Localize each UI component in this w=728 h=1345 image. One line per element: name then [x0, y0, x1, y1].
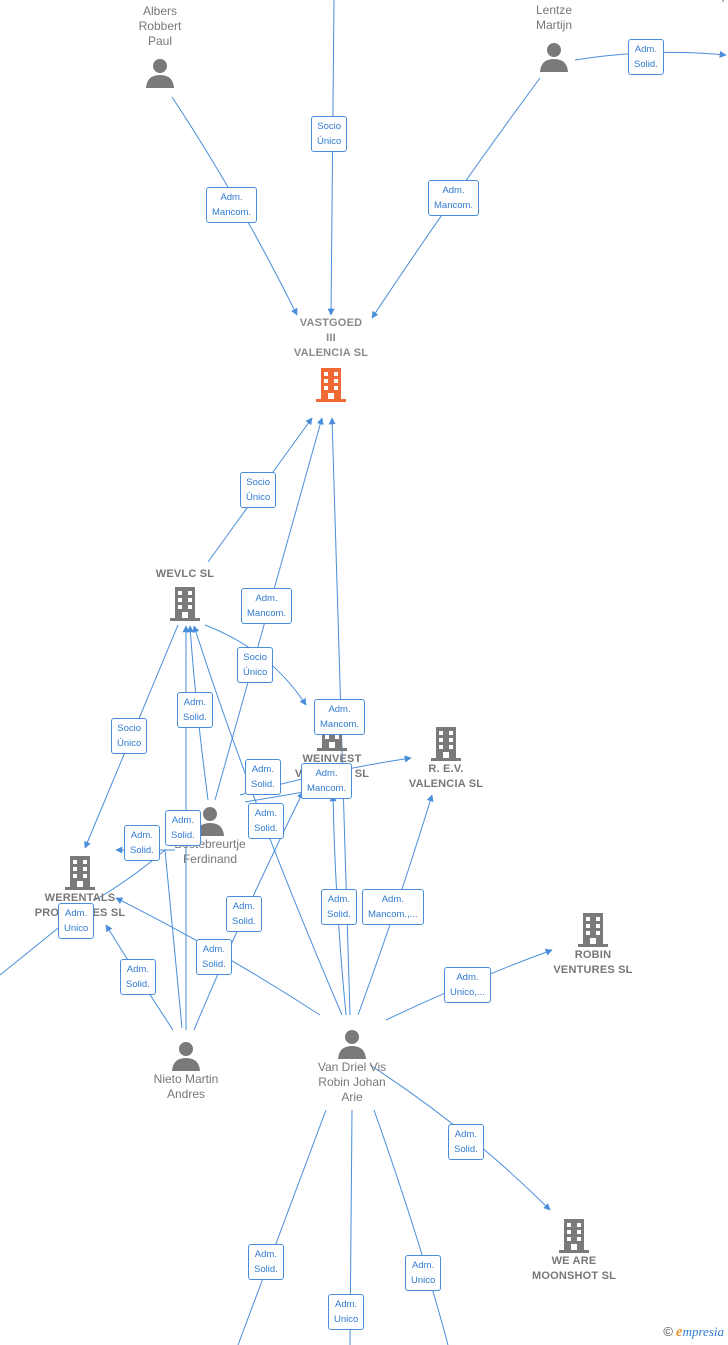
person-icon	[540, 43, 568, 72]
building-icon	[431, 727, 461, 761]
node-label: WE ARE MOONSHOT SL	[531, 1255, 617, 1282]
node-albers[interactable]: Albers Robbert Paul	[118, 4, 202, 89]
node-wevlc[interactable]: WEVLC SL	[145, 567, 225, 622]
edge-label-adm-solid[interactable]: Adm. Solid.	[120, 959, 156, 995]
edge-label-socio-unico[interactable]: Socio Único	[111, 718, 148, 754]
edge-label-socio-unico[interactable]: Socio Único	[237, 647, 274, 683]
edge-label-adm-unico[interactable]: Adm. Unico	[405, 1255, 442, 1291]
node-label: Nieto Martin Andres	[153, 1072, 219, 1101]
edge-label-adm-mancom[interactable]: Adm. Mancom.	[206, 187, 258, 223]
building-icon	[170, 587, 200, 621]
copyright-symbol: ©	[663, 1324, 673, 1339]
node-label: Lentze Martijn	[535, 3, 573, 32]
node-bestebreurtje[interactable]: Bestebreurtje Ferdinand	[160, 805, 260, 867]
edge-nieto-to-bestebreurtje-co	[94, 848, 183, 1029]
node-label: ROBIN VENTURES SL	[553, 949, 633, 976]
person-icon	[196, 807, 224, 836]
edge-label-adm-solid[interactable]: Adm. Solid.	[628, 39, 664, 75]
edge-top-to-vastgoed	[327, 0, 335, 316]
person-icon	[172, 1042, 200, 1071]
edge-label-adm-mancom[interactable]: Adm. Mancom.	[301, 763, 353, 799]
edge-label-socio-unico[interactable]: Socio Único	[240, 472, 277, 508]
building-icon	[578, 913, 608, 947]
node-label: R. E.V. VALENCIA SL	[408, 763, 484, 790]
node-moonshot[interactable]: WE ARE MOONSHOT SL	[524, 1218, 624, 1284]
node-rev[interactable]: R. E.V. VALENCIA SL	[400, 726, 492, 792]
edge-label-adm-solid[interactable]: Adm. Solid.	[177, 692, 213, 728]
edge-label-adm-solid[interactable]: Adm. Solid.	[248, 803, 284, 839]
edge-label-adm-solid[interactable]: Adm. Solid.	[321, 889, 357, 925]
node-label: WEVLC SL	[155, 568, 215, 580]
node-robin-ventures[interactable]: ROBIN VENTURES SL	[543, 912, 643, 978]
edge-label-adm-mancom[interactable]: Adm. Mancom.	[241, 588, 293, 624]
node-vandriel[interactable]: Van Driel Vis Robin Johan Arie	[300, 1028, 404, 1105]
building-icon	[559, 1219, 589, 1253]
node-label: Albers Robbert Paul	[138, 4, 182, 48]
edge-label-adm-solid[interactable]: Adm. Solid.	[226, 896, 262, 932]
edge-label-adm-solid[interactable]: Adm. Solid.	[124, 825, 160, 861]
edge-label-adm-mancom[interactable]: Adm. Mancom.	[314, 699, 366, 735]
node-label: Van Driel Vis Robin Johan Arie	[317, 1060, 387, 1104]
empresia-logo: ©empresia	[663, 1324, 724, 1341]
edge-label-adm-mancom[interactable]: Adm. Mancom.,...	[362, 889, 424, 925]
edge-label-adm-unico[interactable]: Adm. Unico	[58, 903, 95, 939]
node-partial-right: F	[719, 0, 728, 7]
edge-label-adm-unico[interactable]: Adm. Unico	[328, 1294, 365, 1330]
edge-label-adm-solid[interactable]: Adm. Solid.	[448, 1124, 484, 1160]
edge-label-adm-unico[interactable]: Adm. Unico,...	[444, 967, 491, 1003]
building-icon	[316, 368, 346, 402]
edge-vandriel-down-right	[373, 1109, 449, 1345]
node-lentze[interactable]: Lentze Martijn	[515, 3, 593, 73]
edge-label-adm-solid[interactable]: Adm. Solid.	[245, 759, 281, 795]
logo-text: mpresia	[682, 1324, 724, 1339]
edge-label-adm-solid[interactable]: Adm. Solid.	[165, 810, 201, 846]
node-label: F	[719, 0, 728, 7]
edge-label-adm-solid[interactable]: Adm. Solid.	[196, 939, 232, 975]
building-icon	[65, 856, 95, 890]
node-nieto[interactable]: Nieto Martin Andres	[138, 1040, 234, 1102]
edge-label-adm-solid[interactable]: Adm. Solid.	[248, 1244, 284, 1280]
node-vastgoed[interactable]: VASTGOED III VALENCIA SL	[276, 316, 386, 403]
node-label: VASTGOED III VALENCIA SL	[293, 317, 369, 359]
edge-label-socio-unico[interactable]: Socio Único	[311, 116, 348, 152]
edge-vandriel-down-left	[237, 1109, 327, 1345]
person-icon	[338, 1030, 366, 1059]
logo-initial: e	[675, 1324, 683, 1340]
edge-label-adm-mancom[interactable]: Adm. Mancom.	[428, 180, 480, 216]
person-icon	[146, 59, 174, 88]
